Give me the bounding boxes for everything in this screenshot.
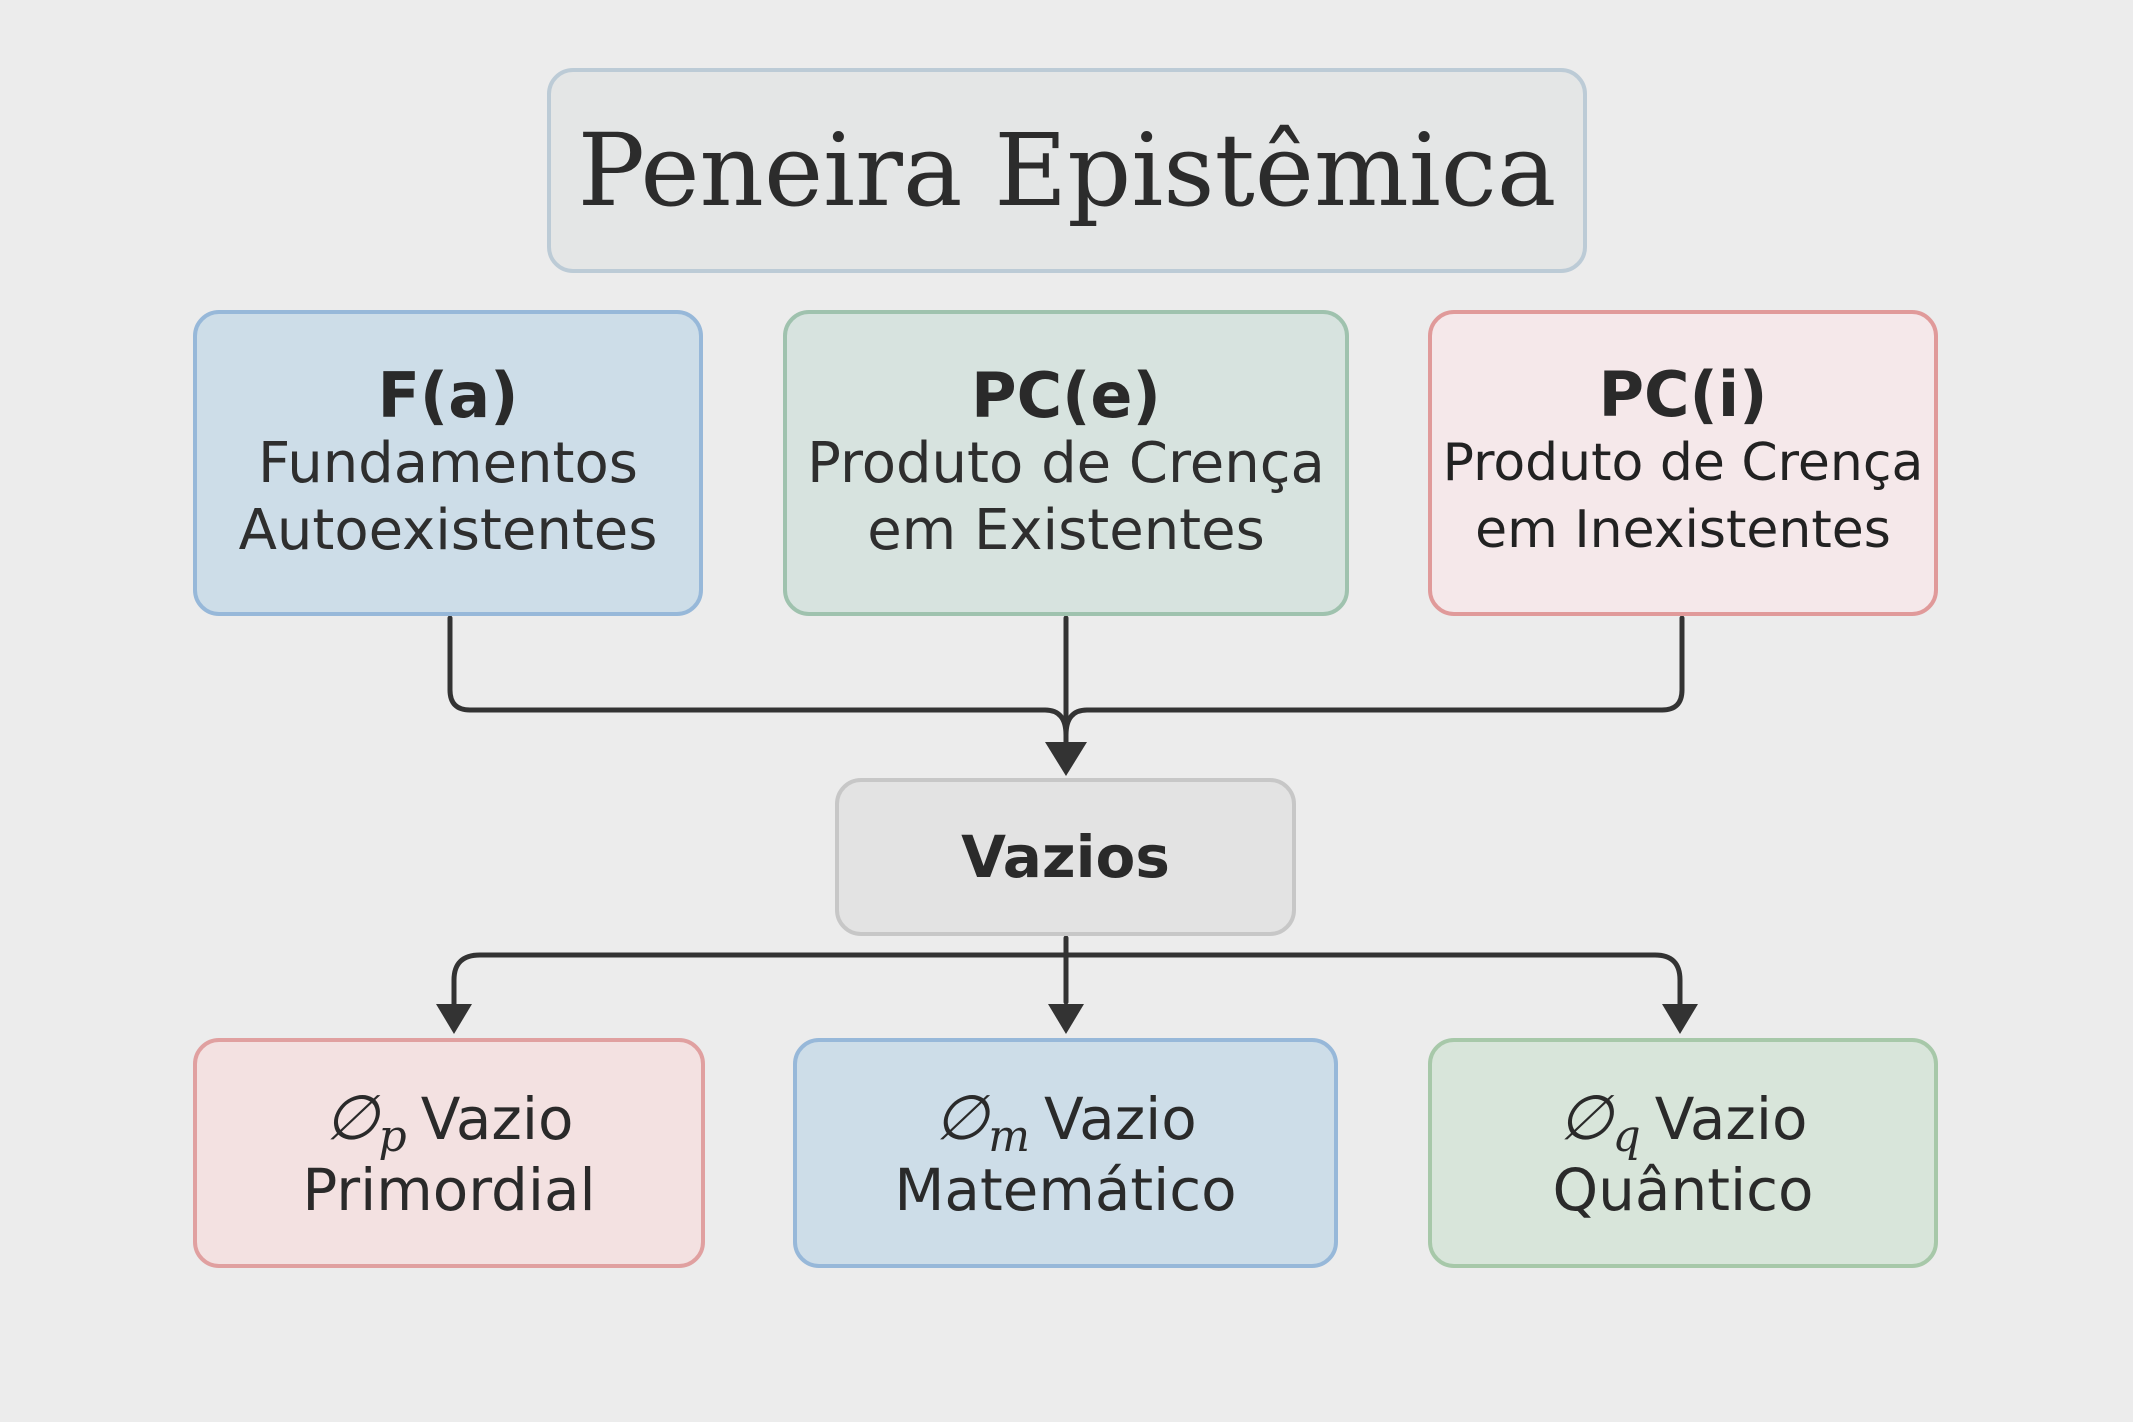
node-produto-crenca-inexistentes: PC(i) Produto de Crença em Inexistentes — [1428, 310, 1938, 616]
diagram-title: Peneira Epistêmica — [577, 112, 1557, 229]
node-code: PC(i) — [1598, 358, 1768, 432]
void-name: Primordial — [302, 1156, 596, 1225]
node-vazios-label: Vazios — [961, 823, 1170, 891]
node-desc-line1: Produto de Crença — [1442, 432, 1924, 493]
node-code: F(a) — [377, 358, 519, 432]
void-word: Vazio — [1043, 1084, 1197, 1153]
connector-pci — [1063, 615, 1685, 745]
node-desc-line2: Autoexistentes — [238, 498, 658, 564]
node-fundamentos-autoexistentes: F(a) Fundamentos Autoexistentes — [193, 310, 703, 616]
arrowhead-to-quantico — [1662, 1004, 1698, 1034]
empty-set-symbol: ∅ — [324, 1080, 379, 1154]
node-produto-crenca-existentes: PC(e) Produto de Crença em Existentes — [783, 310, 1349, 616]
arrowhead-to-primordial — [436, 1004, 472, 1034]
void-word: Vazio — [1654, 1084, 1808, 1153]
arrowhead-to-vazios — [1045, 742, 1087, 776]
empty-set-symbol: ∅ — [934, 1080, 989, 1154]
node-desc-line1: Produto de Crença — [807, 430, 1325, 496]
node-desc-line2: em Inexistentes — [1475, 500, 1891, 561]
void-subscript: q — [1612, 1110, 1641, 1162]
node-vazios: Vazios — [835, 778, 1296, 936]
node-desc-line1: Fundamentos — [258, 430, 638, 496]
void-name: Quântico — [1552, 1156, 1814, 1225]
arrowhead-to-matematico — [1048, 1004, 1084, 1034]
connector-branch — [451, 952, 1683, 1007]
void-word: Vazio — [420, 1084, 574, 1153]
void-name: Matemático — [894, 1156, 1237, 1225]
node-desc-line2: em Existentes — [867, 498, 1265, 564]
void-subscript: m — [988, 1110, 1030, 1162]
empty-set-symbol: ∅ — [1558, 1080, 1613, 1154]
title-box: Peneira Epistêmica — [547, 68, 1587, 273]
node-code: PC(e) — [971, 358, 1161, 432]
connector-fa — [447, 615, 1069, 745]
void-subscript: p — [378, 1110, 407, 1162]
